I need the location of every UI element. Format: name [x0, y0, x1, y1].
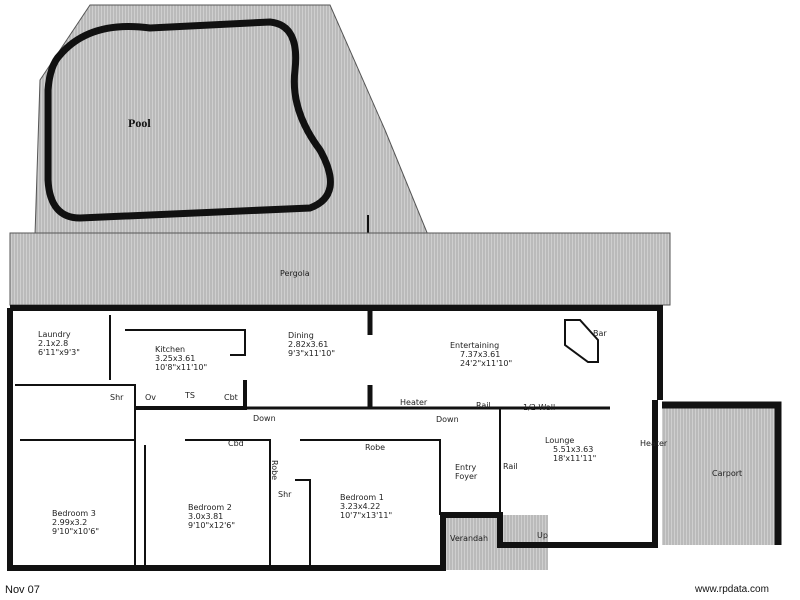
kitchen-label: Kitchen: [155, 345, 185, 354]
down-label: Down: [436, 415, 459, 424]
entertaining-dim-imperial: 24'2"x11'10": [460, 359, 512, 368]
entertaining-dim-metric: 7.37x3.61: [460, 350, 500, 359]
bedroom3-dim-metric: 2.99x3.2: [52, 518, 87, 527]
pool-label: Pool: [128, 116, 151, 130]
lounge-dim-imperial: 18'x11'11": [553, 454, 596, 463]
entertaining-label: Entertaining: [450, 341, 499, 350]
watermark: www.rpdata.com: [695, 584, 769, 595]
ts-label: TS: [184, 391, 195, 400]
shower-label: Shr: [278, 490, 292, 499]
bedroom2-dim-metric: 3.0x3.81: [188, 512, 223, 521]
laundry-label: Laundry: [38, 330, 71, 339]
heater-label: Heater: [640, 439, 668, 448]
lounge-dim-metric: 5.51x3.63: [553, 445, 593, 454]
robe-label: Robe: [365, 443, 385, 452]
rail-label: Rail: [503, 462, 518, 471]
bedroom1-dim-metric: 3.23x4.22: [340, 502, 380, 511]
kitchen-dim-metric: 3.25x3.61: [155, 354, 195, 363]
oven-label: Ov: [145, 393, 156, 402]
dining-label: Dining: [288, 331, 314, 340]
pool-outline: [44, 18, 334, 222]
bedroom2-label: Bedroom 2: [188, 503, 232, 512]
bedroom3-dim-imperial: 9'10"x10'6": [52, 527, 99, 536]
shower-label: Shr: [110, 393, 124, 402]
date-label: Nov 07: [5, 584, 40, 596]
verandah-label: Verandah: [450, 534, 488, 543]
cupboard-label: Cbd: [228, 439, 244, 448]
cupboard-label: Cbt: [224, 393, 238, 402]
down-label: Down: [253, 414, 276, 423]
robe-label: Robe: [270, 460, 279, 480]
half-wall-label: 1/2 Wall: [523, 403, 555, 412]
pergola-label: Pergola: [280, 269, 310, 278]
rail-label: Rail: [476, 401, 491, 410]
pergola-area: [9, 232, 671, 306]
kitchen-dim-imperial: 10'8"x11'10": [155, 363, 207, 372]
bedroom3-label: Bedroom 3: [52, 509, 96, 518]
carport-label: Carport: [712, 469, 742, 478]
carport-area: [662, 405, 777, 545]
entry-label: Entry: [455, 463, 477, 472]
foyer-label: Foyer: [455, 472, 478, 481]
laundry-dim-metric: 2.1x2.8: [38, 339, 68, 348]
dining-dim-metric: 2.82x3.61: [288, 340, 328, 349]
bar-label: Bar: [593, 329, 607, 338]
dining-dim-imperial: 9'3"x11'10": [288, 349, 335, 358]
up-label: Up: [537, 531, 548, 540]
bedroom2-dim-imperial: 9'10"x12'6": [188, 521, 235, 530]
bedroom1-dim-imperial: 10'7"x13'11": [340, 511, 392, 520]
lounge-label: Lounge: [545, 436, 574, 445]
bedroom1-label: Bedroom 1: [340, 493, 384, 502]
walls: [7, 305, 782, 571]
pool-yard: [34, 4, 429, 236]
laundry-dim-imperial: 6'11"x9'3": [38, 348, 80, 357]
heater-label: Heater: [400, 398, 428, 407]
